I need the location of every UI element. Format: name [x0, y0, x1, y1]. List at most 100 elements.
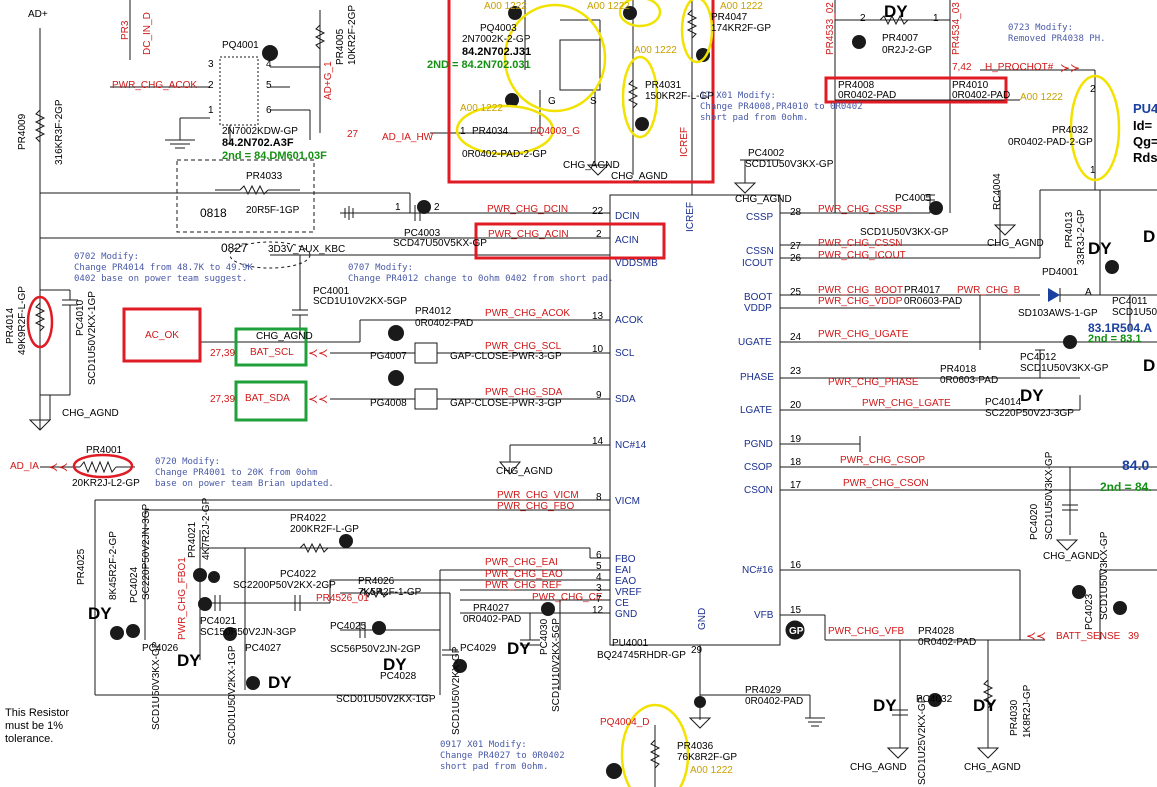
- ic-gnd-bottom-pin: GND: [697, 607, 708, 630]
- pc4014-ref: PC4014: [985, 397, 1022, 408]
- pr4005-value: 10KR2F-2GP: [347, 4, 358, 65]
- pwr-chg-boot-net: PWR_CHG_BOOT: [818, 285, 904, 296]
- pr4008-value: 0R0402-PAD: [838, 90, 897, 101]
- ic-pin-vddsmb: VDDSMB: [615, 258, 658, 269]
- version-a00-2: A00 1222: [460, 103, 503, 114]
- pq4001-part: 2N7002KDW-GP: [222, 126, 298, 137]
- pwr-chg-eai-net: PWR_CHG_EAI: [485, 557, 558, 568]
- bom-84-2nd-partial: 2nd = 84.: [1100, 480, 1152, 494]
- pc4027-ref: PC4027: [245, 643, 282, 654]
- ic-pin-csop: CSOP: [744, 462, 773, 473]
- chg-agnd-cssp: CHG_AGND: [735, 194, 792, 205]
- ad-ia-hw-number: 27: [347, 129, 359, 140]
- pr4012-value: 0R0402-PAD: [415, 318, 474, 329]
- ic-gnd-bottom-num: 29: [691, 645, 703, 656]
- dy-marker-pc4030: DY: [507, 639, 531, 658]
- ic-num-16: 16: [790, 560, 802, 571]
- pr4030-ref: PR4030: [1009, 699, 1020, 736]
- pr4008-ref: PR4008: [838, 80, 875, 91]
- chg-agnd-vddsmb: CHG_AGND: [256, 331, 313, 342]
- pc4026-value: SCD1U50V3KX-GP: [151, 641, 162, 730]
- pq4001-pin-3: 3: [208, 59, 214, 70]
- ic-pin-fbo: FBO: [615, 554, 636, 565]
- pr4018-ref: PR4018: [940, 364, 977, 375]
- pg4007-value: GAP-CLOSE-PWR-3-GP: [450, 351, 562, 362]
- chg-agnd-pc4020: CHG_AGND: [1043, 551, 1100, 562]
- pq4003-part: 2N7002K-2-GP: [462, 34, 531, 45]
- pq4003-gate-pin: G: [548, 96, 556, 107]
- h-prochot-num: 7,42: [952, 62, 972, 73]
- pr3-net-label: PR3: [120, 20, 131, 40]
- pc4030-ref: PC4030: [539, 618, 550, 655]
- version-a00-3: A00 1222: [587, 1, 630, 12]
- ic-num-8: 8: [596, 492, 602, 503]
- ic-num-9: 9: [596, 390, 602, 401]
- ic-num-27: 27: [790, 241, 802, 252]
- pr4022-ref: PR4022: [290, 513, 327, 524]
- ic-pin-ce: CE: [615, 598, 629, 609]
- bat-sda-net: BAT_SDA: [245, 393, 290, 404]
- pwr-chg-csop-net: PWR_CHG_CSOP: [840, 455, 926, 466]
- pr4526-net: PR4526_01: [316, 593, 369, 604]
- pc4025-ref: PC4025: [330, 621, 367, 632]
- ic-pin-phase: PHASE: [740, 372, 774, 383]
- pr4030-value: 1K8R2J-GP: [1022, 684, 1033, 738]
- pr4007-pin-2: 2: [860, 13, 866, 24]
- pc4020-value: SCD1U50V3KX-GP: [1044, 451, 1055, 540]
- dy-marker-edge-2: D: [1143, 356, 1156, 375]
- pwr-chg-sda-net: PWR_CHG_SDA: [485, 387, 563, 398]
- pr4028-value: 0R0402-PAD: [918, 637, 977, 648]
- ic-pin-dcin: DCIN: [615, 211, 640, 222]
- ic-pin-cssn: CSSN: [746, 246, 774, 257]
- ic-num-25: 25: [790, 287, 802, 298]
- pwr-chg-acok-top-net: PWR_CHG_ACOK: [112, 80, 198, 91]
- version-a00-5: A00 1222: [720, 1, 763, 12]
- pc4001-value: SCD1U10V2KX-5GP: [313, 296, 407, 307]
- pwr-chg-b-net: PWR_CHG_B: [957, 285, 1021, 296]
- pc4001-ref: PC4001: [313, 286, 350, 297]
- pq4003-ref: PQ4003: [480, 23, 517, 34]
- pc4026-ref: PC4026: [142, 643, 179, 654]
- version-a00-7: A00 1222: [1020, 92, 1063, 103]
- ic-pin-scl: SCL: [615, 348, 635, 359]
- ac-ok-net: AC_OK: [145, 330, 179, 341]
- pq4003-second-source: 2ND = 84.2N702.031: [427, 59, 531, 71]
- ad-plus-label: AD+: [28, 9, 48, 20]
- batt-sense-net: BATT_SENSE: [1056, 631, 1121, 642]
- pc4024-value: SC220P50V2JN-3GP: [141, 503, 152, 600]
- pc4032-ref: PC4032: [916, 694, 953, 705]
- pq4003-source-pin: S: [590, 96, 597, 107]
- ic-num-22: 22: [592, 206, 604, 217]
- pq4001-second-source: 2nd = 84.DM601.03F: [222, 150, 327, 162]
- pc4005-value: SCD1U50V3KX-GP: [860, 227, 949, 238]
- pr4032-pin-2: 2: [1090, 84, 1096, 95]
- bat-sda-arrow: ≺≺: [308, 392, 329, 406]
- pg4008-ref: PG4008: [370, 398, 407, 409]
- ic-num-5: 5: [596, 561, 602, 572]
- dy-marker-pc4027: DY: [268, 673, 292, 692]
- pc4028-value: SCD01U50V2KX-1GP: [336, 694, 436, 705]
- pc4005-ref: PC4005: [895, 193, 932, 204]
- ic-icref-pin: ICREF: [685, 202, 696, 232]
- pr4533-net: PR4533_02: [825, 2, 836, 55]
- pc4028-ref: PC4028: [380, 671, 417, 682]
- pwr-chg-fbo-net: PWR_CHG_FBO: [497, 501, 575, 512]
- pwr-chg-cssp-net: PWR_CHG_CSSP: [818, 204, 902, 215]
- bat-scl-arrow: ≺≺: [308, 346, 329, 360]
- ic-num-10: 10: [592, 344, 604, 355]
- pc4010-value: SCD1U50V2KX-1GP: [87, 291, 98, 385]
- qg-partial: Qg=: [1133, 134, 1157, 149]
- pc4023-value: SCD1U50V3KX-GP: [1099, 531, 1110, 620]
- pc4021-value: SC150P50V2JN-3GP: [200, 627, 297, 638]
- pc4011-ref: PC4011: [1112, 296, 1148, 307]
- pwr-chg-scl-net: PWR_CHG_SCL: [485, 341, 562, 352]
- ic-pin-acok: ACOK: [615, 315, 644, 326]
- ic-num-13: 13: [592, 311, 604, 322]
- dy-marker-pc4014: DY: [1020, 386, 1044, 405]
- ic-part-number: BQ24745RHDR-GP: [597, 650, 686, 661]
- pwr-chg-vfb-net: PWR_CHG_VFB: [828, 626, 905, 637]
- ic-body: [609, 194, 781, 646]
- ic-num-15: 15: [790, 605, 802, 616]
- ic-pin-icout: ICOUT: [742, 258, 774, 269]
